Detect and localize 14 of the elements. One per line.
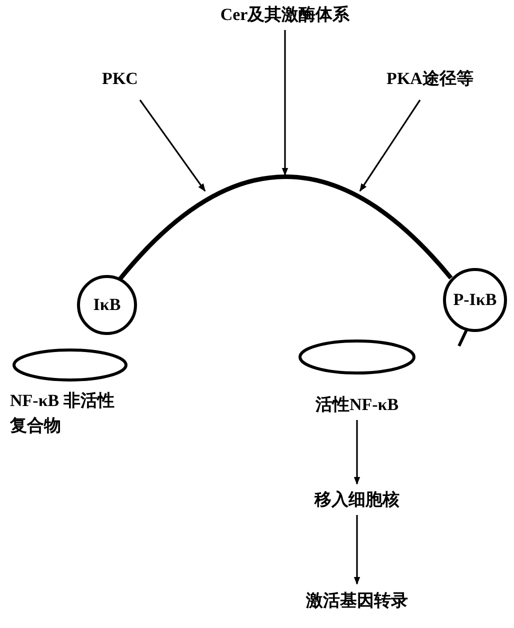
arrow — [359, 100, 421, 192]
arrow — [139, 100, 206, 192]
arrow — [354, 420, 360, 485]
pathway-label: PKC — [102, 68, 138, 90]
step-label: 激活基因转录 — [306, 590, 408, 612]
protein-circle: IκB — [77, 275, 137, 335]
pathway-label: Cer及其激酶体系 — [220, 4, 350, 26]
arrow — [354, 515, 360, 585]
protein-label: 活性NF-κB — [315, 394, 399, 416]
step-label: 移入细胞核 — [314, 489, 400, 511]
complex-label: NF-κB 非活性复合物 — [10, 390, 116, 437]
pathway-label: PKA途径等 — [386, 68, 474, 90]
protein-circle: P-IκB — [443, 268, 507, 332]
arrow — [282, 30, 288, 176]
